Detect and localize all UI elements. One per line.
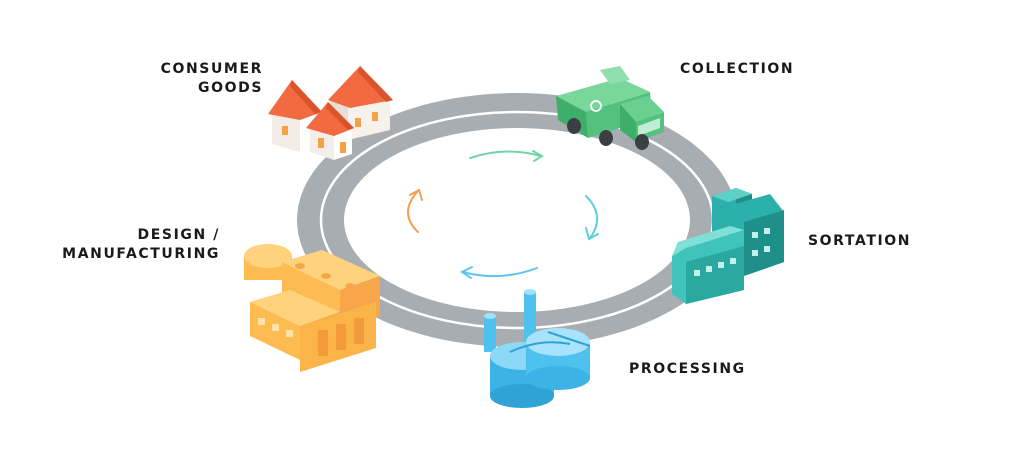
cycle-arrows xyxy=(407,150,599,279)
circular-road xyxy=(297,93,737,347)
label-consumer-goods-line2: GOODS xyxy=(198,80,263,96)
arrow-top-icon xyxy=(469,150,544,162)
garbage-truck-icon xyxy=(556,66,664,150)
arrow-bottom-icon xyxy=(460,266,538,279)
factory-icon xyxy=(244,244,380,372)
label-sortation: SORTATION xyxy=(808,233,912,249)
label-collection: COLLECTION xyxy=(680,61,795,77)
label-design-line1: DESIGN / xyxy=(137,227,220,243)
label-processing: PROCESSING xyxy=(629,361,746,377)
processing-tanks-icon xyxy=(484,289,591,408)
label-consumer-goods-line1: CONSUMER xyxy=(160,61,263,77)
houses-icon xyxy=(268,66,393,160)
arrow-right-icon xyxy=(585,195,599,241)
label-consumer-goods: CONSUMER GOODS xyxy=(140,60,263,98)
sorting-facility-icon xyxy=(672,188,784,304)
label-design-line2: MANUFACTURING xyxy=(62,246,220,262)
arrow-left-icon xyxy=(407,188,423,233)
label-design-manufacturing: DESIGN / MANUFACTURING xyxy=(40,226,220,264)
